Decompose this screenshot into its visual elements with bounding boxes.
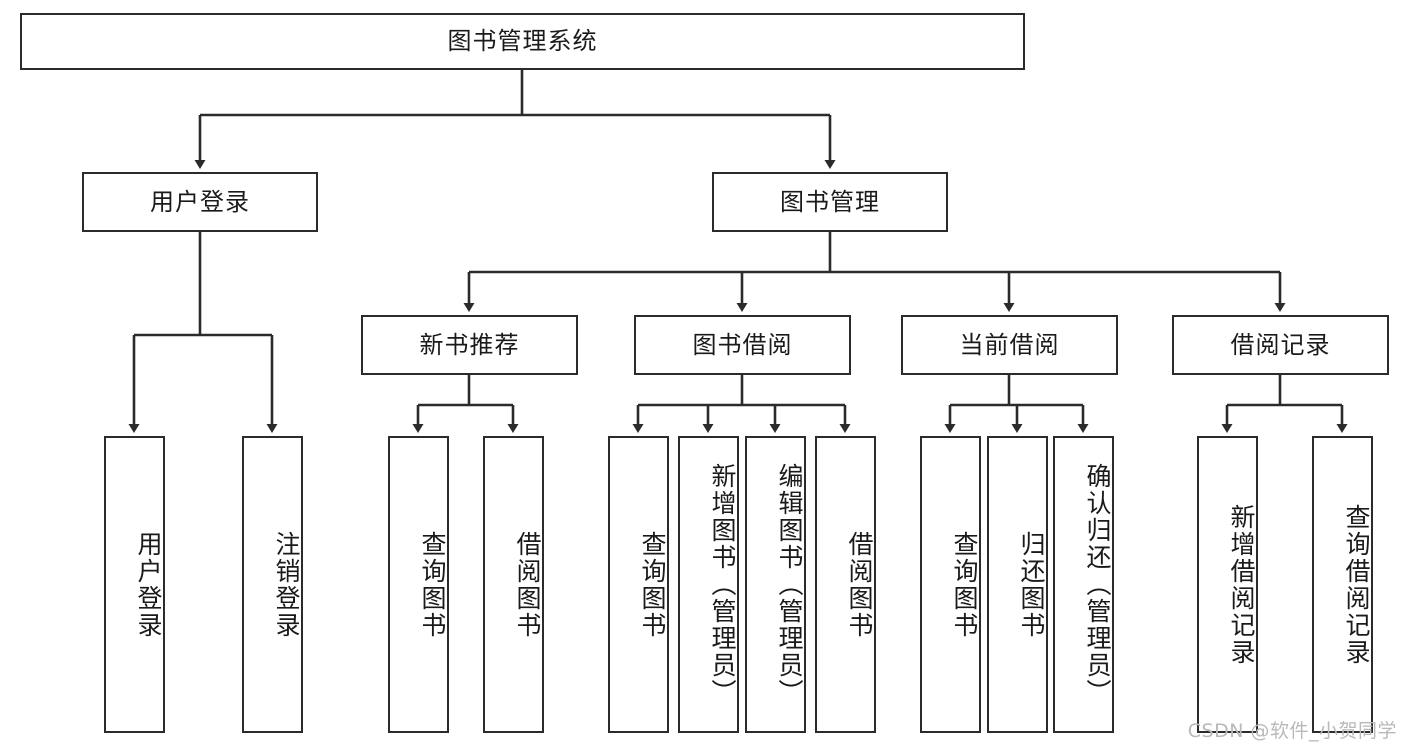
node-borrow-record[interactable]: 借阅记录 <box>1172 315 1389 375</box>
node-label: 查询借阅记录 <box>1342 503 1371 666</box>
node-leaf-return-book[interactable]: 归还图书 <box>987 436 1048 733</box>
node-label: 注销登录 <box>272 530 301 639</box>
node-label: 图书借阅 <box>692 330 793 359</box>
node-leaf-query-book-current[interactable]: 查询图书 <box>920 436 981 733</box>
edge-paths <box>128 70 1348 433</box>
node-label: 用户登录 <box>150 187 250 216</box>
node-label: 查询图书 <box>638 530 667 639</box>
node-user-login[interactable]: 用户登录 <box>82 172 318 232</box>
node-root[interactable]: 图书管理系统 <box>20 13 1025 70</box>
node-label: 当前借阅 <box>959 330 1060 359</box>
node-label: 借阅图书 <box>513 530 542 639</box>
node-new-book-recommend[interactable]: 新书推荐 <box>361 315 578 375</box>
node-leaf-query-book-borrow[interactable]: 查询图书 <box>608 436 669 733</box>
node-leaf-add-book-admin[interactable]: 新增图书（管理员） <box>678 436 739 733</box>
node-leaf-borrow-book[interactable]: 借阅图书 <box>815 436 876 733</box>
node-label: 图书管理 <box>780 187 880 216</box>
csdn-watermark: CSDN @软件_小贺同学 <box>1187 720 1397 742</box>
node-label: 图书管理系统 <box>447 27 598 56</box>
node-book-manage[interactable]: 图书管理 <box>712 172 948 232</box>
node-label: 用户登录 <box>134 530 163 639</box>
node-label: 归还图书 <box>1017 530 1046 639</box>
node-leaf-query-book-recommend[interactable]: 查询图书 <box>388 436 449 733</box>
node-leaf-logout-login[interactable]: 注销登录 <box>242 436 303 733</box>
node-label: 查询图书 <box>950 530 979 639</box>
node-label: 借阅图书 <box>845 530 874 639</box>
node-label: 确认归还（管理员） <box>1083 463 1112 706</box>
node-leaf-confirm-return-admin[interactable]: 确认归还（管理员） <box>1053 436 1114 733</box>
node-label: 编辑图书（管理员） <box>775 463 804 706</box>
node-label: 新增借阅记录 <box>1227 503 1256 666</box>
node-label: 借阅记录 <box>1230 330 1331 359</box>
node-label: 新增图书（管理员） <box>708 463 737 706</box>
node-leaf-query-borrow-record[interactable]: 查询借阅记录 <box>1312 436 1373 733</box>
node-leaf-user-login[interactable]: 用户登录 <box>104 436 165 733</box>
node-book-borrow[interactable]: 图书借阅 <box>634 315 851 375</box>
node-label: 查询图书 <box>418 530 447 639</box>
node-leaf-borrow-book-recommend[interactable]: 借阅图书 <box>483 436 544 733</box>
node-current-borrow[interactable]: 当前借阅 <box>901 315 1118 375</box>
node-leaf-edit-book-admin[interactable]: 编辑图书（管理员） <box>745 436 806 733</box>
node-label: 新书推荐 <box>419 330 520 359</box>
node-leaf-add-borrow-record[interactable]: 新增借阅记录 <box>1197 436 1258 733</box>
